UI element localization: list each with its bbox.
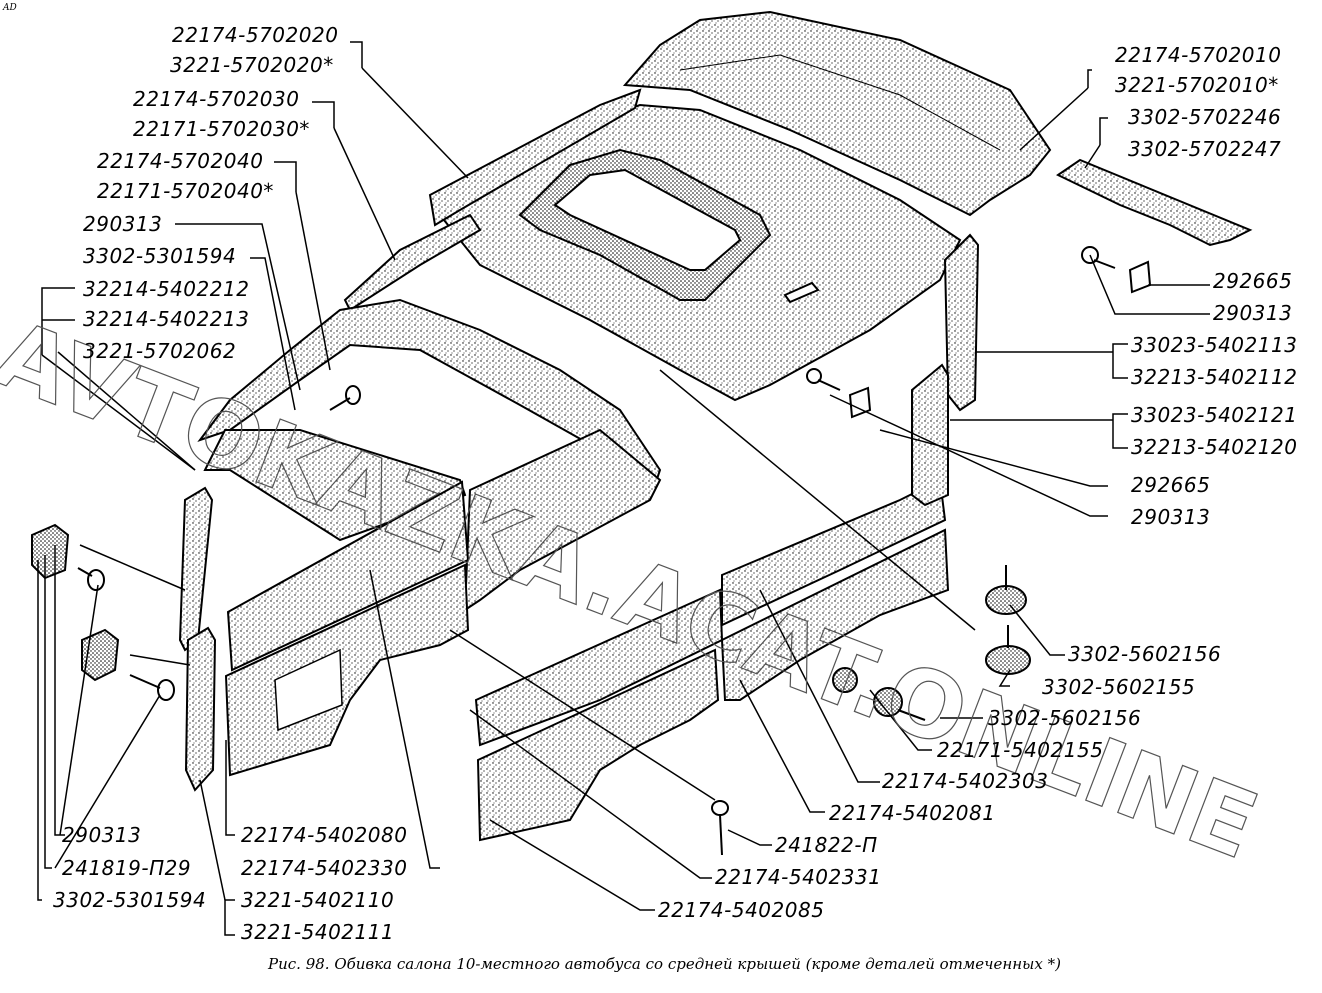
corner-mark: AD <box>3 3 17 13</box>
part-label: 290313 <box>62 823 142 847</box>
part-label: 292665 <box>1131 473 1211 497</box>
part-label: 3302-5702246 <box>1128 105 1282 129</box>
part-label: 3302-5702247 <box>1128 137 1282 161</box>
part-label: 33023-5402113 <box>1131 333 1298 357</box>
left-window-trim <box>203 429 470 672</box>
part-label: 3302-5301594 <box>53 888 207 912</box>
part-label: 3221-5402111 <box>241 920 395 944</box>
part-label: 3221-5702010* <box>1115 73 1279 97</box>
part-label: 22171-5702030* <box>133 117 310 141</box>
part-label: 22174-5402303 <box>882 769 1049 793</box>
part-label: 22174-5702010 <box>1115 43 1282 67</box>
part-label: 22174-5702030 <box>133 87 300 111</box>
part-label: 292665 <box>1213 269 1293 293</box>
part-label: 22171-5402155 <box>937 738 1104 762</box>
part-label: 22171-5702040* <box>97 179 274 203</box>
roof-middle-panel <box>438 103 962 402</box>
roof-rear-panel <box>622 10 1052 217</box>
left-pillar-trim <box>178 486 217 792</box>
clip-fasteners <box>31 523 120 682</box>
part-label: 3221-5402110 <box>241 888 395 912</box>
leader-lines <box>37 41 1210 936</box>
part-label: 32214-5402212 <box>83 277 250 301</box>
part-label: 290313 <box>1131 505 1211 529</box>
screws <box>77 246 1116 856</box>
part-label: 22174-5402080 <box>241 823 408 847</box>
part-label: 22174-5402081 <box>829 801 996 825</box>
part-label: 32214-5402213 <box>83 307 250 331</box>
part-label: 290313 <box>83 212 163 236</box>
part-label: 241819-П29 <box>62 856 192 880</box>
part-label: 32213-5402112 <box>1131 365 1298 389</box>
part-label: 22174-5402330 <box>241 856 408 880</box>
part-label: 33023-5402121 <box>1131 403 1298 427</box>
part-label: 22174-5402331 <box>715 865 882 889</box>
part-label: 22174-5702020 <box>172 23 339 47</box>
figure-caption: Рис. 98. Обивка салона 10-местного автоб… <box>268 955 1061 973</box>
part-label: 32213-5402120 <box>1131 435 1298 459</box>
part-label: 22174-5702040 <box>97 149 264 173</box>
part-label: 3302-5602156 <box>1068 642 1222 666</box>
part-label: 3302-5301594 <box>83 244 237 268</box>
part-label: 22174-5402085 <box>658 898 825 922</box>
roof-side-strip <box>343 88 642 312</box>
side-wall-panel <box>463 428 662 612</box>
part-label: 241822-П <box>775 833 878 857</box>
part-label: 290313 <box>1213 301 1293 325</box>
part-label: 3221-5702020* <box>170 53 334 77</box>
part-label: 3302-5602156 <box>988 706 1142 730</box>
right-pillar-trim <box>911 233 980 507</box>
right-side-panels <box>474 478 950 842</box>
left-lower-panel <box>224 563 470 777</box>
part-label: 3302-5602155 <box>1042 675 1196 699</box>
rear-corner-trim <box>1056 158 1253 247</box>
part-label: 3221-5702062 <box>83 339 237 363</box>
